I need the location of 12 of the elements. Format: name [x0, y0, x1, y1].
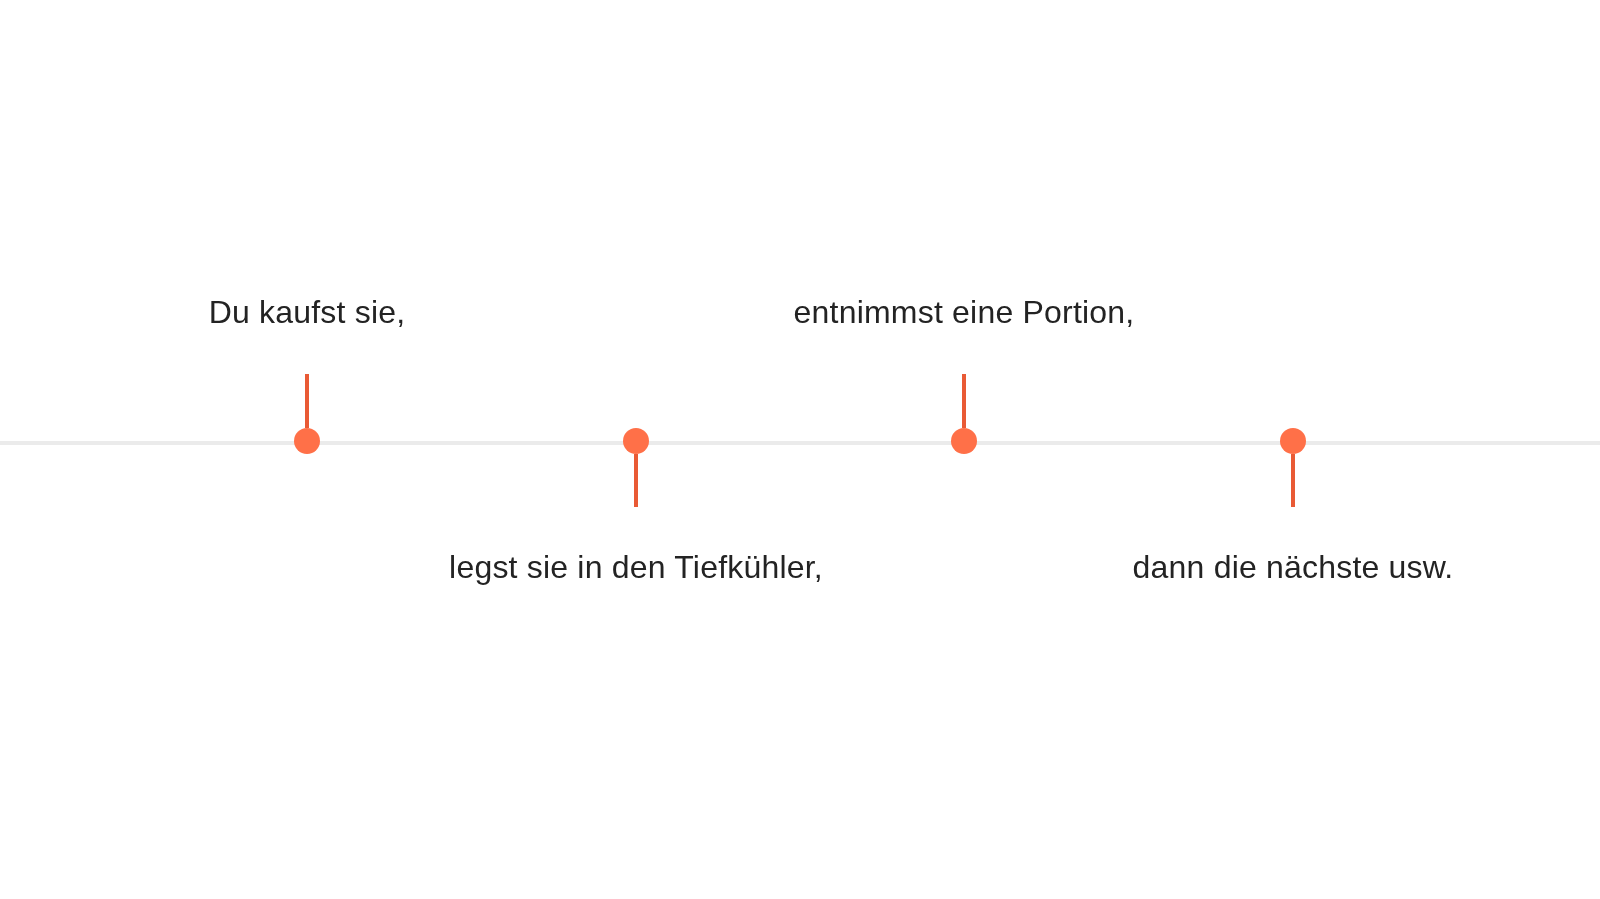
event-label: Du kaufst sie,	[208, 293, 406, 332]
stem-line	[634, 454, 638, 507]
event-label: dann die nächste usw.	[1132, 548, 1454, 587]
timeline-dot	[1280, 428, 1306, 454]
timeline-dot	[294, 428, 320, 454]
stem-line	[1291, 454, 1295, 507]
timeline-dot	[951, 428, 977, 454]
stem-line	[305, 374, 309, 428]
event-label: entnimmst eine Portion,	[793, 293, 1135, 332]
timeline-dot	[623, 428, 649, 454]
stem-line	[962, 374, 966, 428]
event-label: legst sie in den Tiefkühler,	[449, 548, 823, 587]
